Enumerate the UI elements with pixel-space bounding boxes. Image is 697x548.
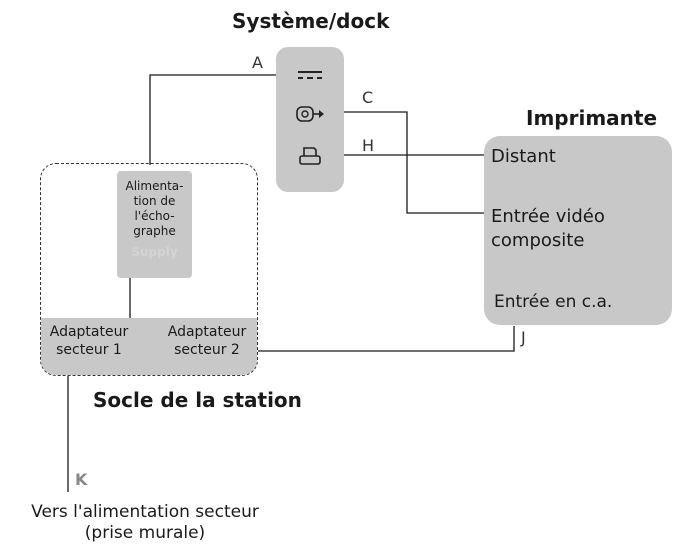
port-ac-input: Entrée en c.a. [494, 292, 613, 312]
label-c: C [362, 88, 374, 107]
station-title: Socle de la station [93, 388, 302, 412]
printer-title: Imprimante [526, 106, 658, 130]
supply-label: Alimenta- tion de l'écho- graphe [125, 179, 184, 238]
wall-outlet-label: Vers l'alimentation secteur (prise mural… [31, 502, 259, 543]
supply-ghost-text: Supply [131, 245, 178, 259]
adapter-1: Adaptateur secteur 1 [49, 324, 129, 358]
adapter-bar [41, 318, 257, 375]
cable-a [149, 74, 276, 165]
dock-title: Système/dock [232, 9, 390, 33]
video-out-icon [292, 104, 328, 124]
cable-j [258, 326, 515, 352]
dc-power-icon [292, 65, 328, 85]
label-k: K [75, 470, 88, 489]
label-j: J [521, 328, 526, 347]
ultrasound-power-supply [117, 171, 192, 278]
station-base [40, 163, 258, 376]
printer-icon [292, 146, 328, 166]
label-a: A [252, 53, 263, 72]
adapter-2: Adaptateur secteur 2 [167, 324, 247, 358]
cable-c [344, 111, 486, 214]
port-composite-video: Entrée vidéo composite [491, 206, 605, 251]
label-h: H [362, 136, 375, 155]
printer [484, 136, 672, 325]
port-remote: Distant [491, 146, 556, 167]
